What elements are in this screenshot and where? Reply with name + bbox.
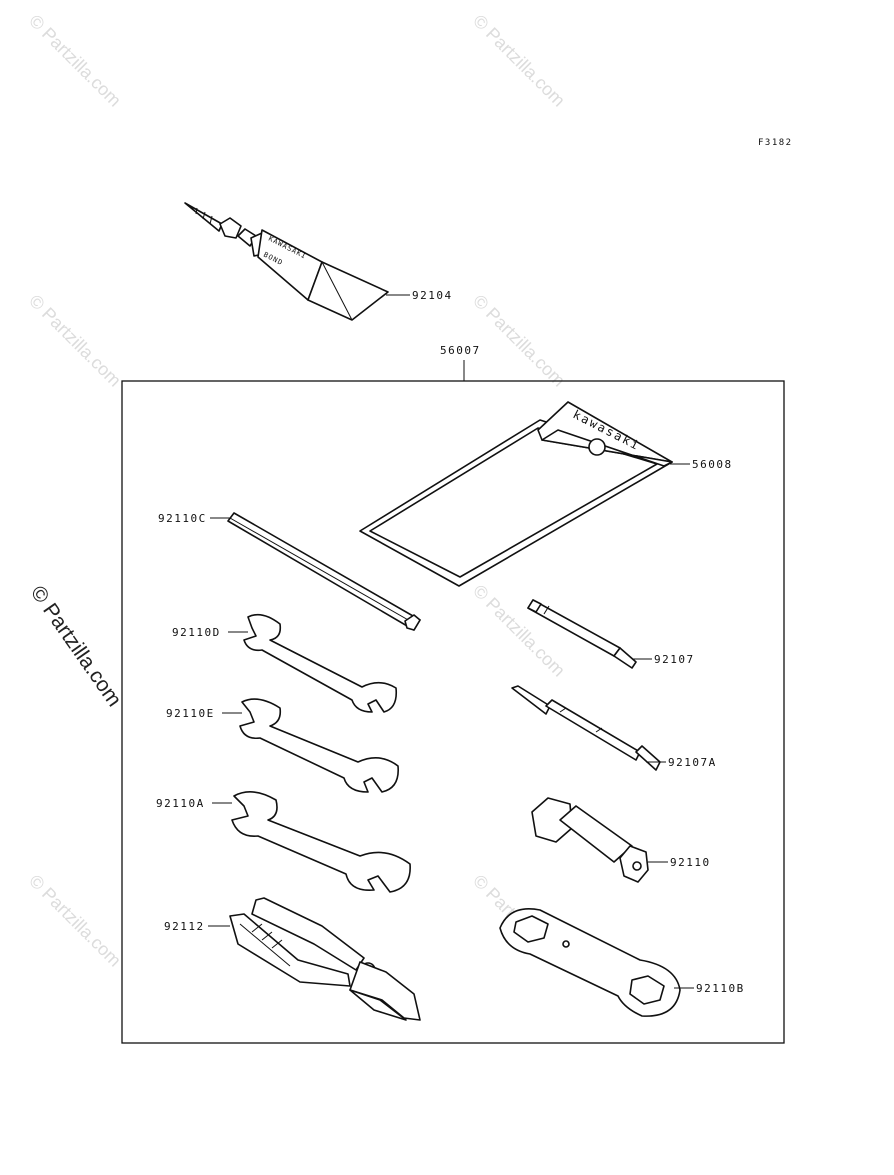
watermark: © Partzilla.com — [25, 11, 125, 111]
wrench-d[interactable] — [243, 613, 398, 713]
part-label-pliers[interactable]: 92112 — [164, 920, 205, 933]
part-label-wrench-a[interactable]: 92110A — [156, 797, 205, 810]
hex-bar[interactable] — [227, 512, 421, 631]
wrench-e[interactable] — [239, 698, 399, 793]
part-label-wrench-d[interactable]: 92110D — [172, 626, 221, 639]
watermark: © Partzilla.com — [469, 11, 569, 111]
watermark: © Partzilla.com — [469, 581, 569, 681]
tool-bag[interactable]: kawasaki — [359, 401, 673, 587]
pliers[interactable] — [229, 897, 421, 1021]
part-label-plug-wrench[interactable]: 92110 — [670, 856, 711, 869]
kit-box — [121, 380, 785, 1044]
kit-label[interactable]: 56007 — [440, 344, 481, 357]
watermark-dark: © Partzilla.com — [26, 582, 126, 711]
part-label-screwdriver[interactable]: 92107 — [654, 653, 695, 666]
part-label-hex-bar[interactable]: 92110C — [158, 512, 207, 525]
part-label-bond[interactable]: 92104 — [412, 289, 453, 302]
part-label-box-wrench[interactable]: 92110B — [696, 982, 745, 995]
bond-tube[interactable]: KAWASAKI BOND — [184, 202, 389, 321]
plug-wrench[interactable] — [531, 797, 649, 883]
wrench-a[interactable] — [231, 791, 411, 893]
watermark: © Partzilla.com — [25, 291, 125, 391]
watermark: © Partzilla.com — [469, 291, 569, 391]
part-label-wrench-e[interactable]: 92110E — [166, 707, 215, 720]
screwdriver-a[interactable] — [511, 685, 661, 771]
screwdriver[interactable] — [527, 599, 637, 669]
part-label-screwdriver-a[interactable]: 92107A — [668, 756, 717, 769]
box-wrench[interactable] — [499, 908, 681, 1017]
figure-code: F3182 — [758, 138, 793, 148]
part-label-tool-bag[interactable]: 56008 — [692, 458, 733, 471]
watermark: © Partzilla.com — [25, 871, 125, 971]
